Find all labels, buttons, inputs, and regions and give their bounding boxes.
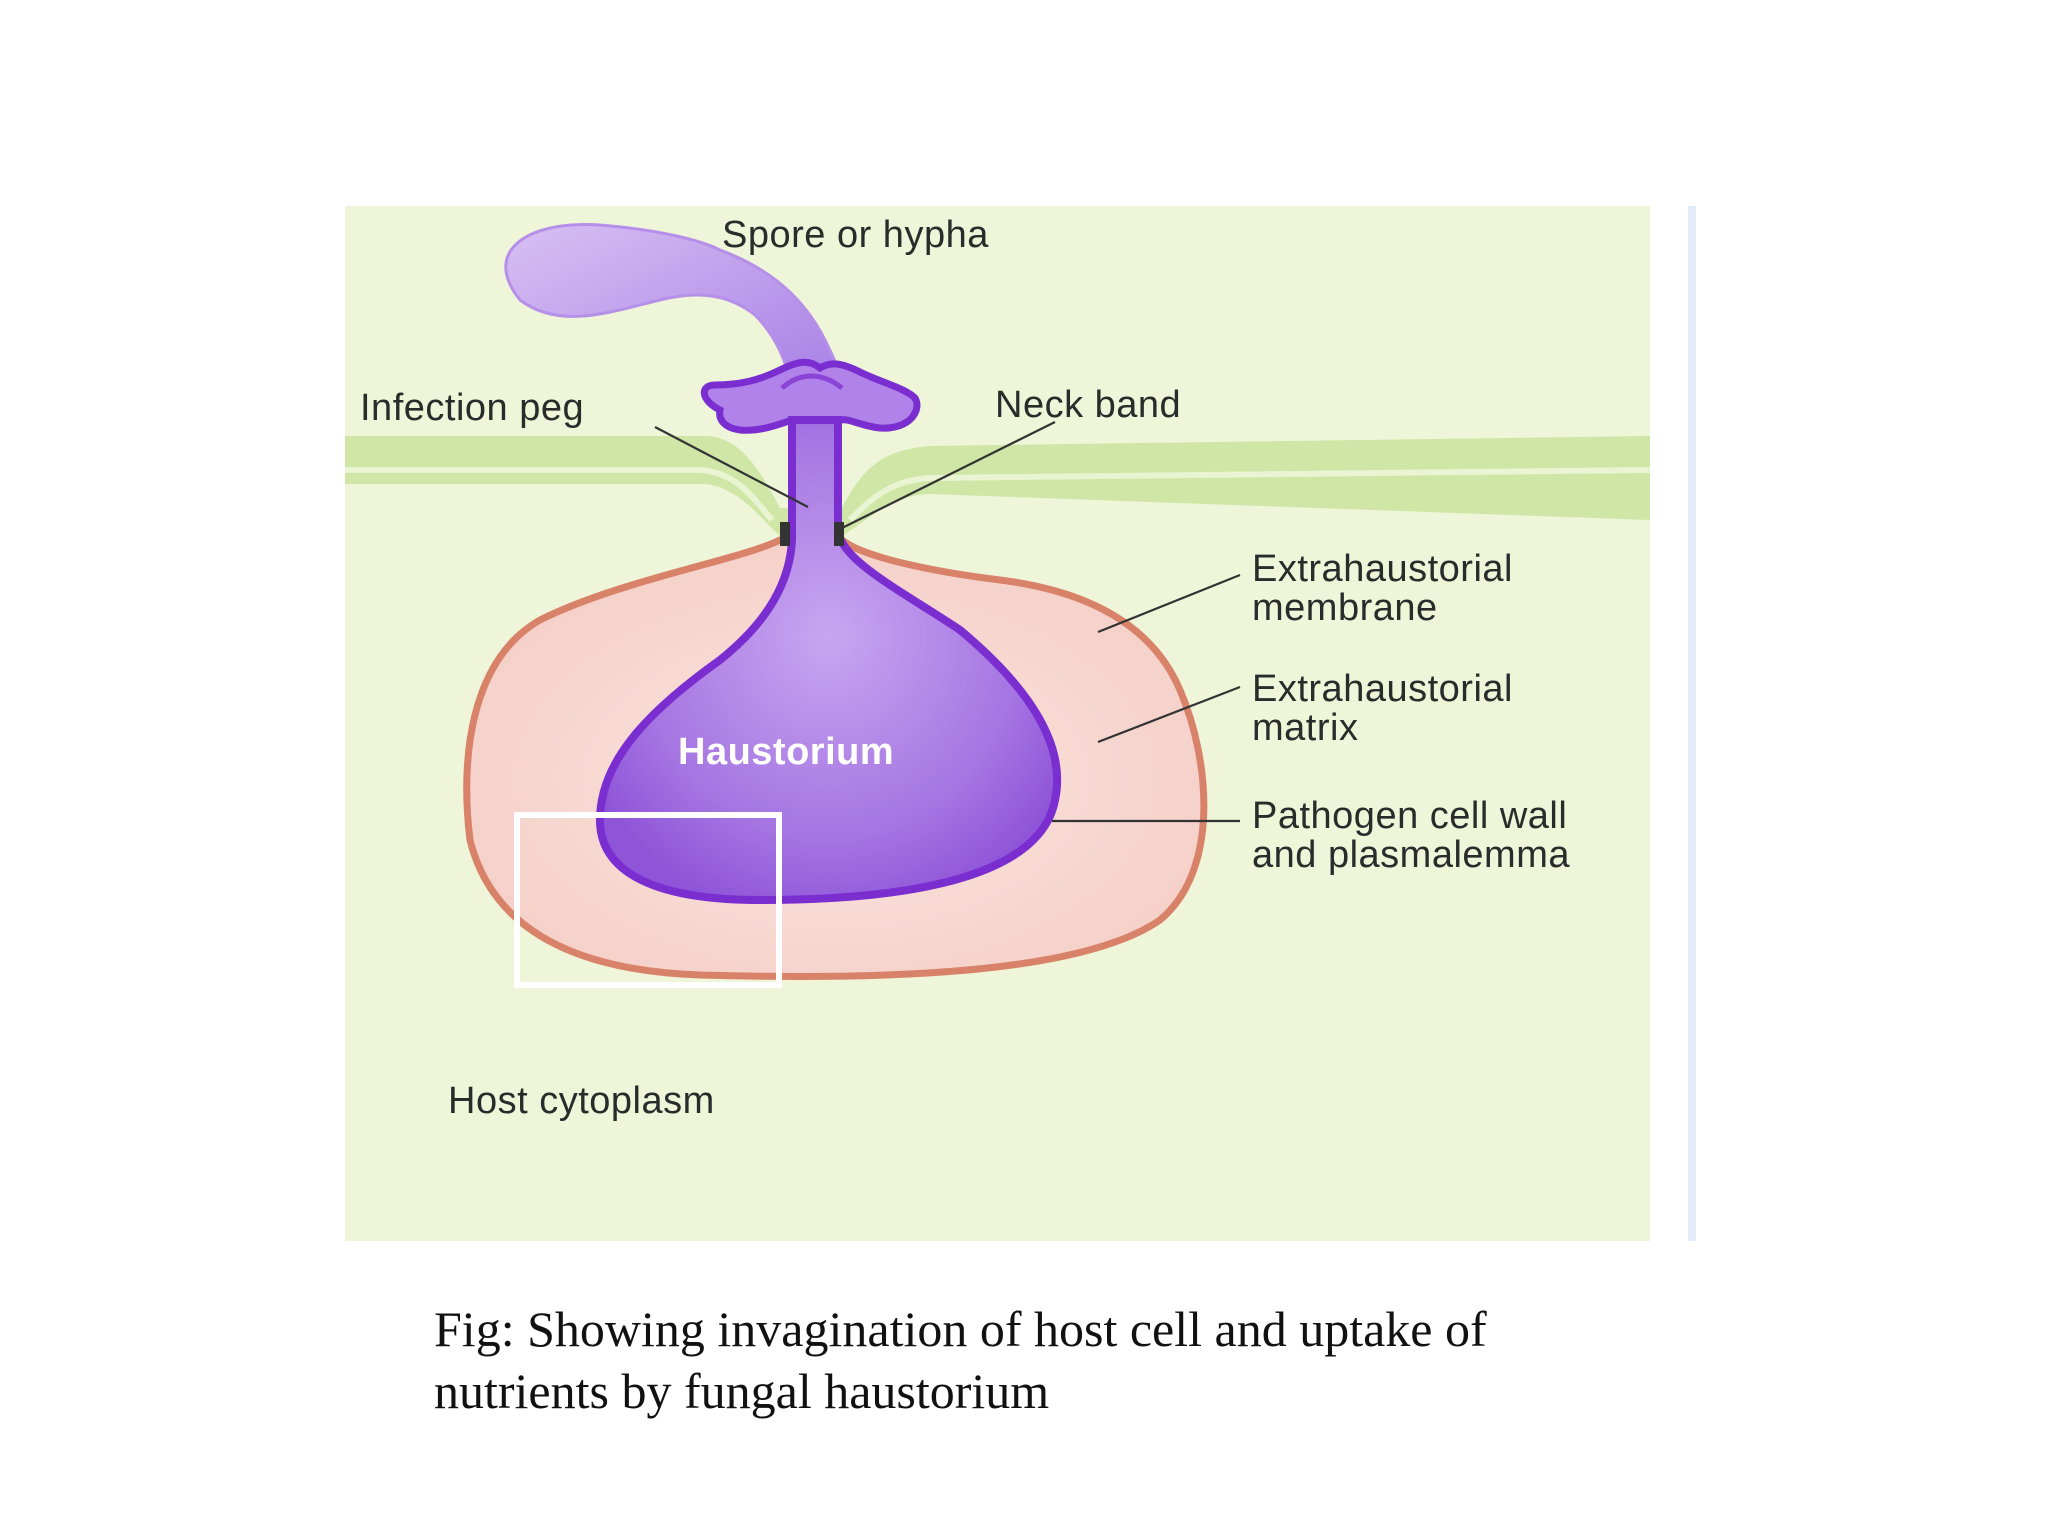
- figure-caption: Fig: Showing invagination of host cell a…: [434, 1298, 1634, 1422]
- spore-hypha: [504, 222, 843, 394]
- label-spore-or-hypha: Spore or hypha: [722, 214, 989, 256]
- host-cell-wall: [345, 436, 1650, 536]
- label-neck-band: Neck band: [995, 384, 1181, 426]
- haustorium-body: [595, 416, 1062, 905]
- label-eh-membrane-line2: membrane: [1252, 587, 1438, 629]
- leader-neck-band: [837, 421, 1056, 531]
- host-wall-highlight: [345, 467, 1651, 523]
- label-eh-membrane-line1: Extrahaustorial: [1252, 548, 1513, 590]
- label-eh-matrix-line1: Extrahaustorial: [1252, 668, 1513, 710]
- leader-eh-matrix: [1097, 685, 1241, 744]
- label-host-cytoplasm: Host cytoplasm: [448, 1080, 715, 1122]
- leader-eh-membrane: [1097, 573, 1241, 634]
- inset-box: [514, 812, 782, 988]
- label-eh-matrix-line2: matrix: [1252, 707, 1358, 749]
- label-pathogen-line2: and plasmalemma: [1252, 834, 1570, 876]
- right-edge-strip: [1688, 206, 1696, 1241]
- caption-line-1: Fig: Showing invagination of host cell a…: [434, 1301, 1487, 1357]
- label-haustorium: Haustorium: [678, 731, 894, 773]
- leader-infection-peg: [654, 426, 809, 508]
- caption-line-2: nutrients by fungal haustorium: [434, 1363, 1050, 1419]
- neck-band-right: [834, 522, 844, 546]
- appressorium-fold: [780, 373, 844, 390]
- label-infection-peg: Infection peg: [360, 387, 584, 429]
- label-pathogen-line1: Pathogen cell wall: [1252, 795, 1567, 837]
- appressorium: [700, 358, 921, 434]
- neck-band-left: [780, 522, 790, 546]
